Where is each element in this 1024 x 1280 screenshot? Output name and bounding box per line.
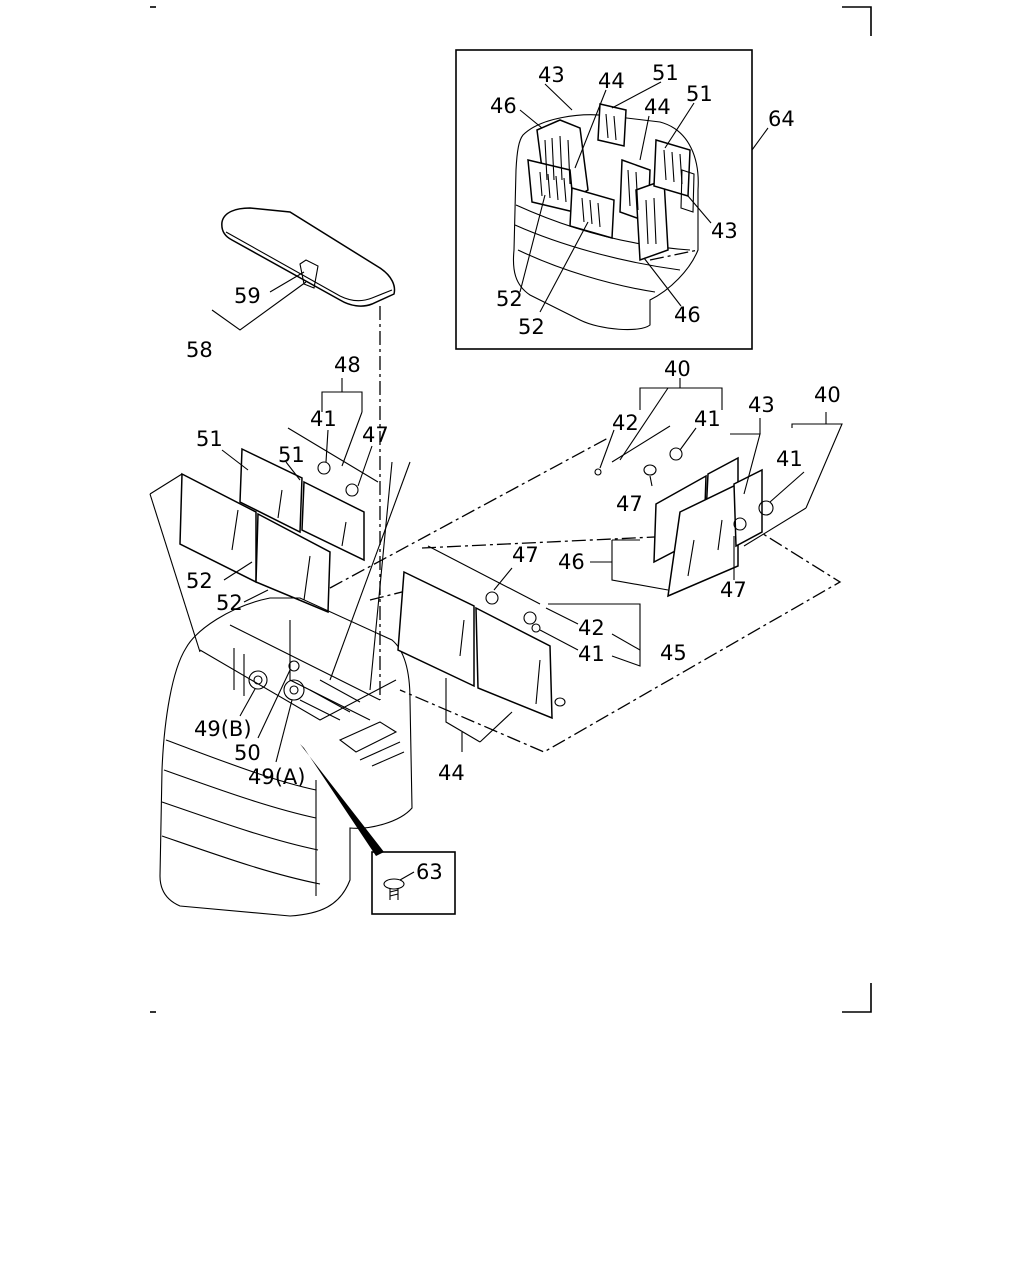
callout-40: 40 bbox=[814, 383, 841, 407]
callout-46: 46 bbox=[558, 550, 585, 574]
left-back-panels: 48 41 47 51 51 52 52 bbox=[149, 353, 411, 691]
middle-back-panels: 47 42 41 45 44 bbox=[397, 543, 687, 785]
callout-51: 51 bbox=[196, 427, 223, 451]
callout-42: 42 bbox=[578, 616, 605, 640]
callout-63: 63 bbox=[416, 860, 443, 884]
screw-inset: 63 bbox=[371, 851, 456, 915]
callout-52: 52 bbox=[216, 591, 243, 615]
callout-47: 47 bbox=[616, 492, 643, 516]
callout-43: 43 bbox=[711, 219, 738, 243]
callout-43: 43 bbox=[748, 393, 775, 417]
crop-marks bbox=[150, 6, 872, 1013]
callout-44: 44 bbox=[644, 95, 671, 119]
right-side-panels: 40 42 41 43 40 41 47 46 47 bbox=[558, 357, 843, 602]
callout-47: 47 bbox=[362, 423, 389, 447]
callout-44: 44 bbox=[438, 761, 465, 785]
callout-52: 52 bbox=[186, 569, 213, 593]
seat-base: 49(B) 50 49(A) bbox=[159, 597, 413, 917]
callout-42: 42 bbox=[612, 411, 639, 435]
callout-41: 41 bbox=[578, 642, 605, 666]
callout-41: 41 bbox=[776, 447, 803, 471]
callout-40: 40 bbox=[664, 357, 691, 381]
callout-47: 47 bbox=[512, 543, 539, 567]
callout-51: 51 bbox=[652, 61, 679, 85]
callout-52: 52 bbox=[518, 315, 545, 339]
callout-50: 50 bbox=[234, 741, 261, 765]
callout-51: 51 bbox=[278, 443, 305, 467]
callout-58: 58 bbox=[186, 338, 213, 362]
headrest-cover: 59 58 bbox=[186, 207, 396, 362]
callout-48: 48 bbox=[334, 353, 361, 377]
callout-45: 45 bbox=[660, 641, 687, 665]
callout-49a: 49(A) bbox=[248, 765, 305, 789]
callout-47: 47 bbox=[720, 578, 747, 602]
callout-44: 44 bbox=[598, 69, 625, 93]
callout-41: 41 bbox=[694, 407, 721, 431]
callout-41: 41 bbox=[310, 407, 337, 431]
callout-46: 46 bbox=[490, 94, 517, 118]
callout-46: 46 bbox=[674, 303, 701, 327]
callout-51: 51 bbox=[686, 82, 713, 106]
inset-seat-cover-assembly: 43 44 51 44 51 46 43 52 52 46 64 bbox=[455, 49, 795, 350]
callout-49b: 49(B) bbox=[194, 717, 252, 741]
callout-43: 43 bbox=[538, 63, 565, 87]
callout-52: 52 bbox=[496, 287, 523, 311]
callout-64: 64 bbox=[768, 107, 795, 131]
callout-59: 59 bbox=[234, 284, 261, 308]
